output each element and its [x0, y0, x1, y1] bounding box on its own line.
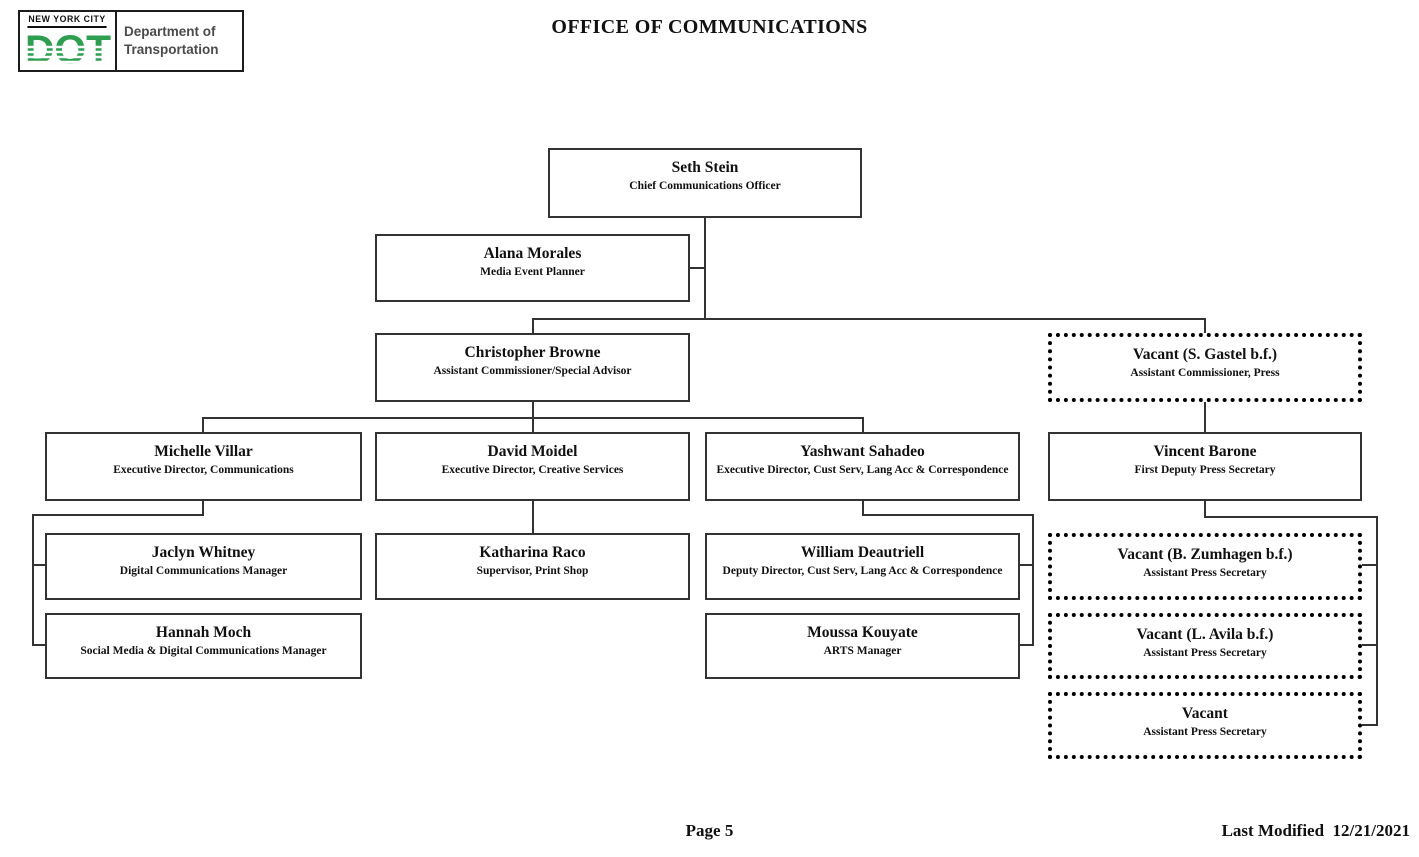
org-node-david-moidel: David Moidel Executive Director, Creativ… [375, 432, 690, 501]
person-title: First Deputy Press Secretary [1134, 463, 1276, 476]
dot-logo-icon: DOT [23, 30, 112, 68]
person-name: Yashwant Sahadeo [800, 443, 925, 460]
person-title: Executive Director, Cust Serv, Lang Acc … [716, 463, 1009, 476]
person-name: David Moidel [487, 443, 578, 460]
org-node-vincent-barone: Vincent Barone First Deputy Press Secret… [1048, 432, 1362, 501]
connector-tier2-rail [532, 318, 1206, 320]
connector-kouyate-stub [1020, 644, 1034, 646]
org-node-vacant-gastel: Vacant (S. Gastel b.f.) Assistant Commis… [1048, 333, 1362, 402]
org-node-seth-stein: Seth Stein Chief Communications Officer [548, 148, 862, 218]
connector-moidel-drop [532, 417, 534, 432]
org-node-michelle-villar: Michelle Villar Executive Director, Comm… [45, 432, 362, 501]
logo-left-panel: NEW YORK CITY DOT [20, 12, 117, 70]
person-name: Vacant (L. Avila b.f.) [1136, 626, 1274, 643]
org-node-jaclyn-whitney: Jaclyn Whitney Digital Communications Ma… [45, 533, 362, 600]
person-title: Assistant Press Secretary [1143, 566, 1267, 579]
person-name: Katharina Raco [479, 544, 586, 561]
person-name: Vacant (B. Zumhagen b.f.) [1117, 546, 1293, 563]
connector-moch-stub [32, 644, 46, 646]
nyc-dot-logo: NEW YORK CITY DOT Department of Transpor… [18, 10, 244, 72]
connector-gastel-drop [1204, 318, 1206, 333]
person-name: Vacant (S. Gastel b.f.) [1132, 346, 1278, 363]
page-number: Page 5 [685, 821, 734, 840]
person-name: Alana Morales [483, 245, 582, 262]
connector-browne-down [532, 402, 534, 417]
person-title: Deputy Director, Cust Serv, Lang Acc & C… [722, 564, 1003, 577]
person-name: Christopher Browne [464, 344, 601, 361]
person-name: Hannah Moch [155, 624, 252, 641]
person-title: Executive Director, Creative Services [441, 463, 624, 476]
logo-dept-line2: Transportation [124, 42, 219, 57]
person-name: Jaclyn Whitney [151, 544, 256, 561]
org-node-yashwant-sahadeo: Yashwant Sahadeo Executive Director, Cus… [705, 432, 1020, 501]
connector-whitney-stub [32, 564, 46, 566]
org-node-vacant-avila: Vacant (L. Avila b.f.) Assistant Press S… [1048, 613, 1362, 679]
person-name: Vacant [1182, 705, 1228, 722]
connector-gastel-barone [1204, 402, 1206, 432]
page-title: OFFICE OF COMMUNICATIONS [551, 16, 868, 38]
logo-dept-line1: Department of [124, 24, 216, 40]
connector-avila-stub [1362, 644, 1378, 646]
connector-vacant-stub [1362, 724, 1378, 726]
person-name: Moussa Kouyate [807, 624, 918, 641]
org-node-hannah-moch: Hannah Moch Social Media & Digital Commu… [45, 613, 362, 679]
connector-villar-elbow [32, 514, 204, 516]
org-node-christopher-browne: Christopher Browne Assistant Commissione… [375, 333, 690, 402]
person-name: Vincent Barone [1153, 443, 1257, 460]
connector-browne-drop [532, 318, 534, 333]
person-title: Social Media & Digital Communications Ma… [80, 644, 327, 657]
person-title: Executive Director, Communications [113, 463, 294, 476]
logo-new-york-city-text: NEW YORK CITY [27, 14, 108, 29]
connector-sahadeo-down [862, 501, 864, 516]
person-title: Assistant Press Secretary [1143, 725, 1267, 738]
person-title: Assistant Press Secretary [1143, 646, 1267, 659]
org-node-katharina-raco: Katharina Raco Supervisor, Print Shop [375, 533, 690, 600]
connector-villar-drop [202, 417, 204, 432]
connector-barone-down [1204, 501, 1206, 518]
connector-villar-rail [32, 514, 34, 646]
connector-barone-rail [1376, 516, 1378, 726]
connector-deautriell-stub [1020, 564, 1034, 566]
connector-barone-elbow [1204, 516, 1378, 518]
org-node-alana-morales: Alana Morales Media Event Planner [375, 234, 690, 302]
connector-zumhagen-stub [1362, 564, 1378, 566]
last-modified-label: Last Modified 12/21/2021 [1221, 821, 1410, 840]
org-node-vacant-zumhagen: Vacant (B. Zumhagen b.f.) Assistant Pres… [1048, 533, 1362, 600]
connector-villar-down [202, 501, 204, 516]
org-node-william-deautriell: William Deautriell Deputy Director, Cust… [705, 533, 1020, 600]
person-title: Media Event Planner [480, 265, 585, 278]
connector-sahadeo-elbow [862, 514, 1034, 516]
person-title: Assistant Commissioner, Press [1130, 366, 1280, 379]
org-node-vacant-assistant-press: Vacant Assistant Press Secretary [1048, 692, 1362, 759]
person-title: Digital Communications Manager [119, 564, 288, 577]
logo-department-text: Department of Transportation [117, 12, 242, 70]
connector-moidel-raco [532, 501, 534, 533]
person-name: Seth Stein [671, 159, 739, 176]
person-title: ARTS Manager [823, 644, 902, 657]
connector-sahadeo-drop [862, 417, 864, 432]
person-title: Chief Communications Officer [629, 179, 781, 192]
org-node-moussa-kouyate: Moussa Kouyate ARTS Manager [705, 613, 1020, 679]
person-name: Michelle Villar [154, 443, 253, 460]
connector-sahadeo-rail [1032, 514, 1034, 646]
person-title: Supervisor, Print Shop [476, 564, 589, 577]
person-title: Assistant Commissioner/Special Advisor [433, 364, 632, 377]
person-name: William Deautriell [800, 544, 925, 561]
connector-alana-stub [690, 267, 706, 269]
